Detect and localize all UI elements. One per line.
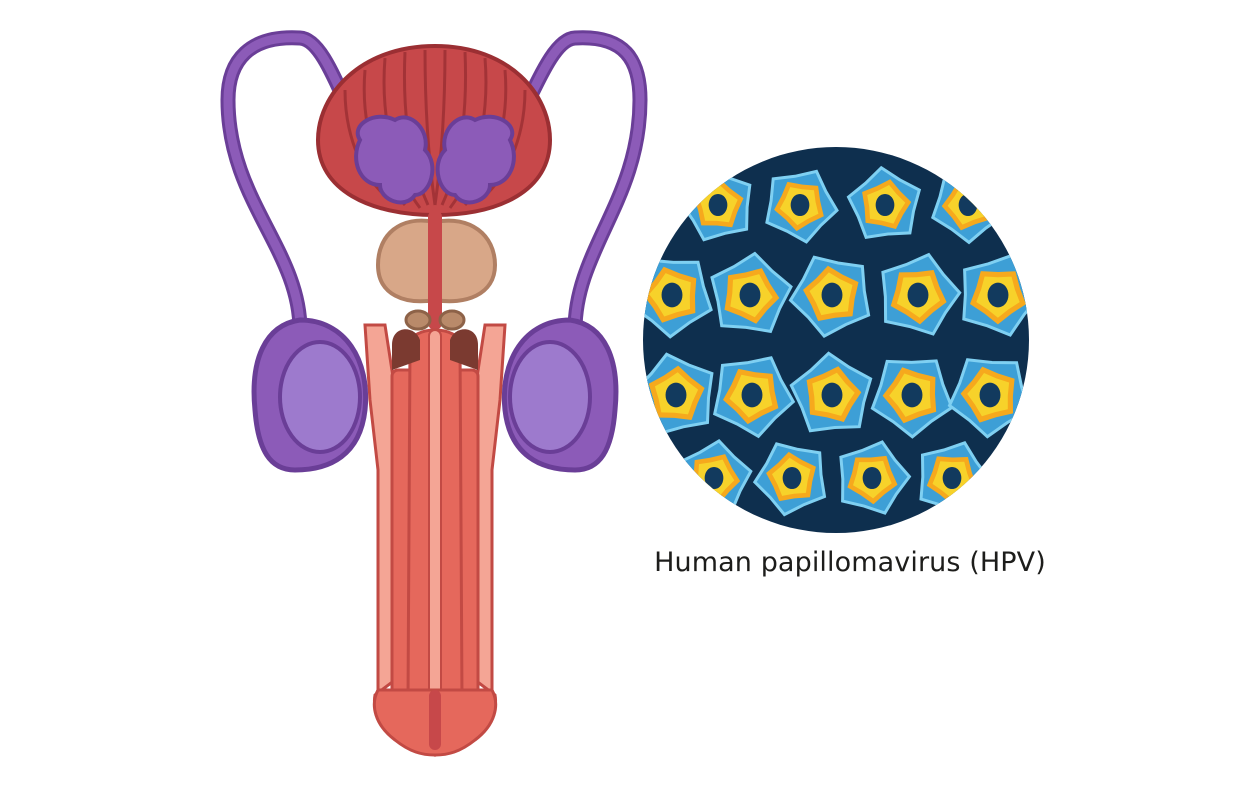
- infected-cell: [710, 251, 793, 334]
- cell-nucleus: [821, 382, 843, 408]
- urethra-glans: [429, 690, 441, 750]
- bulbourethral-gland-right: [438, 309, 466, 331]
- cell-nucleus: [942, 466, 962, 490]
- infected-cell: [839, 440, 912, 515]
- cell-nucleus: [661, 282, 683, 308]
- cell-nucleus: [901, 382, 923, 408]
- right-seminal-vesicle: [435, 114, 516, 205]
- cell-nucleus: [979, 382, 1001, 408]
- infected-cell: [962, 253, 1029, 337]
- bulbourethral-gland-left: [404, 309, 432, 331]
- diagram-caption: Human papillomavirus (HPV): [654, 547, 1046, 578]
- cell-sphere: [643, 147, 1029, 533]
- infected-cell: [712, 356, 796, 439]
- cell-nucleus: [958, 193, 978, 217]
- cell-nucleus: [741, 382, 763, 408]
- infected-cell: [870, 359, 954, 439]
- right-testis: [508, 340, 592, 454]
- cell-nucleus: [665, 382, 687, 408]
- cell-cluster: [643, 165, 1029, 517]
- cell-nucleus: [875, 193, 895, 217]
- cell-nucleus: [708, 193, 728, 217]
- infected-cell: [947, 358, 1029, 439]
- cell-nucleus: [739, 282, 761, 308]
- infected-cell: [752, 442, 827, 517]
- infected-cell: [788, 255, 871, 338]
- left-seminal-vesicle: [354, 114, 435, 205]
- cell-nucleus: [704, 466, 724, 490]
- infected-cell: [789, 351, 873, 433]
- infected-cell: [765, 169, 839, 244]
- cell-nucleus: [821, 282, 843, 308]
- infected-cell: [846, 165, 922, 239]
- cell-nucleus: [987, 282, 1009, 308]
- cell-nucleus: [790, 193, 810, 217]
- bulb-right: [450, 329, 478, 370]
- urethra-prostatic: [428, 210, 442, 330]
- cell-nucleus: [907, 282, 929, 308]
- cell-nucleus: [862, 466, 882, 490]
- bulb: [392, 329, 420, 370]
- left-testis: [278, 340, 362, 454]
- cell-nucleus: [782, 466, 802, 490]
- infected-cell: [881, 252, 962, 336]
- infected-cell: [930, 172, 1006, 245]
